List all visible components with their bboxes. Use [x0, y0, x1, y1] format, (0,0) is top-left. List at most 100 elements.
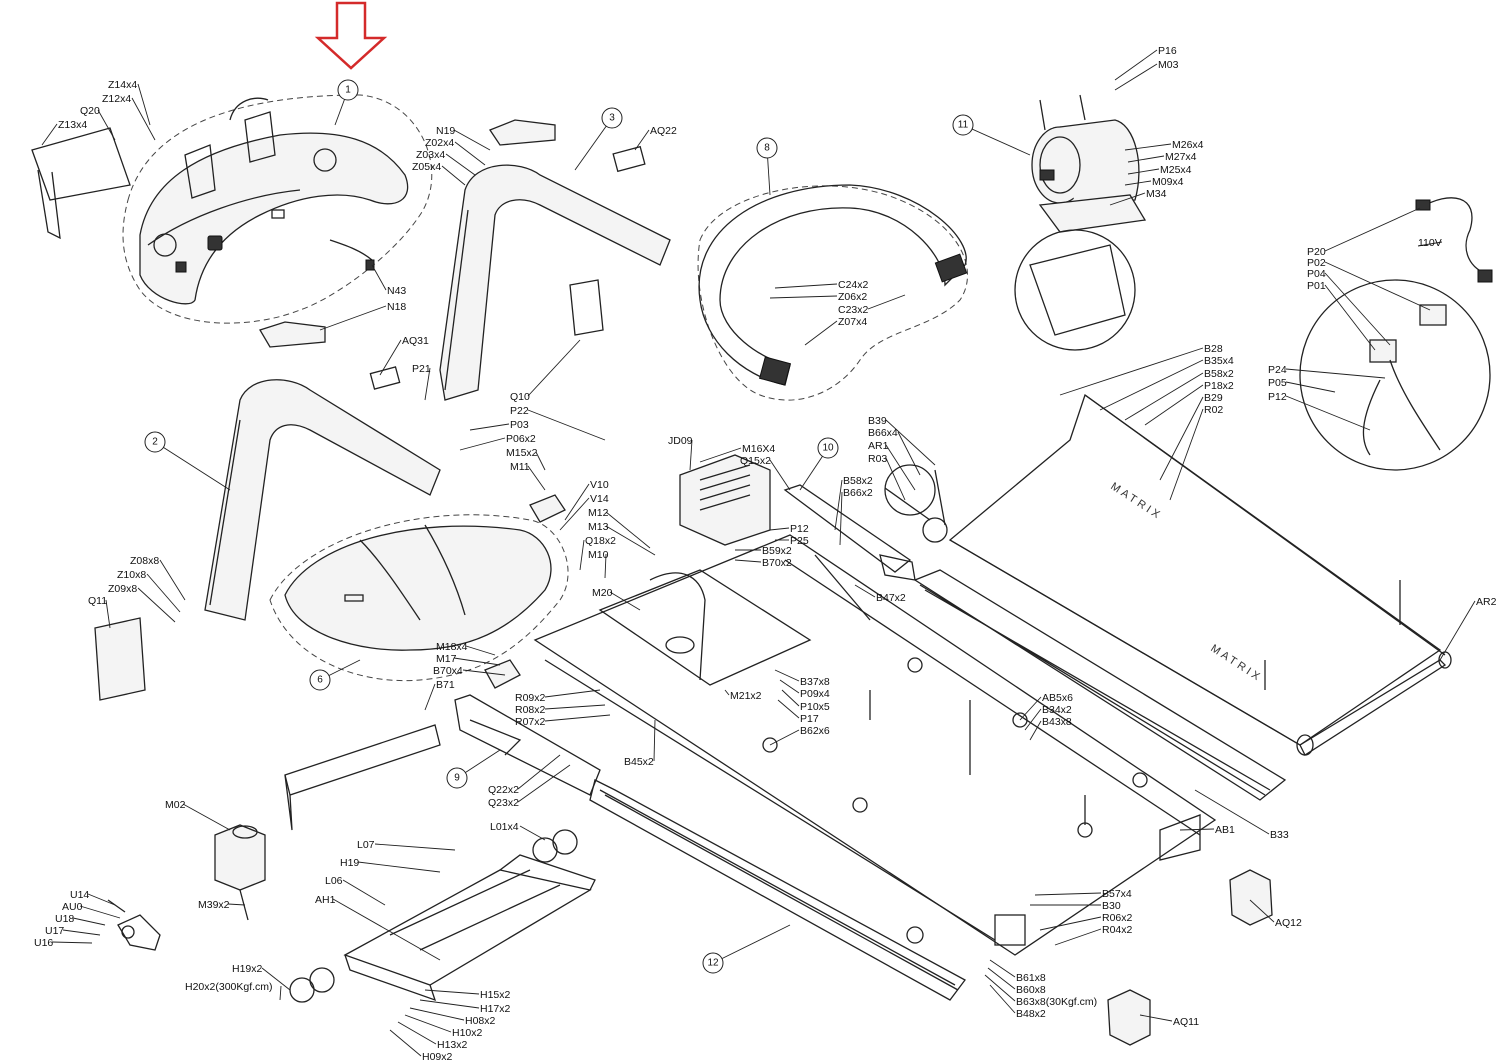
part-label: Q15x2 [740, 455, 771, 467]
leader-line [1124, 143, 1172, 151]
leader-line [1179, 828, 1215, 831]
part-label: B48x2 [1016, 1008, 1046, 1020]
part-label: Q22x2 [488, 784, 519, 796]
leader-line [1127, 168, 1160, 175]
part-label: P17 [800, 713, 819, 725]
part-label: Q23x2 [488, 797, 519, 809]
deck-brand-mark-1: MATRIX [1108, 480, 1164, 522]
leader-line [1169, 408, 1204, 501]
part-label: P18x2 [1204, 380, 1234, 392]
part-label: P22 [510, 405, 529, 417]
part-label: P05 [1268, 377, 1287, 389]
part-label: P12 [1268, 391, 1287, 403]
part-label: H13x2 [437, 1039, 468, 1051]
leader-line [1285, 381, 1336, 393]
part-label: M20 [592, 587, 613, 599]
leader-line [445, 153, 476, 176]
callout-leader [712, 924, 791, 964]
part-motor-hood [269, 514, 569, 682]
leader-line [834, 479, 843, 531]
part-label: L01x4 [490, 821, 519, 833]
part-fasteners [762, 580, 1401, 944]
part-rear-shroud [284, 724, 441, 831]
callout-number: 10 [822, 443, 834, 454]
part-label: C23x2 [838, 304, 869, 316]
leader-line [389, 1029, 422, 1057]
part-label: AB1 [1215, 824, 1235, 836]
leader-line [379, 339, 402, 376]
leader-line [1417, 241, 1443, 247]
callout-bubble [702, 952, 724, 974]
leader-line [774, 283, 838, 289]
callout-bubble [337, 79, 359, 101]
part-small-electronics [484, 494, 566, 689]
leader-line [424, 989, 480, 995]
leader-line [1285, 368, 1386, 379]
part-upright-left [94, 321, 441, 701]
leader-line [419, 999, 480, 1009]
part-label: AQ11 [1173, 1016, 1199, 1028]
part-label: P12 [790, 523, 809, 535]
leader-line [1324, 272, 1391, 346]
leader-line [1109, 192, 1146, 206]
part-label: Z07x4 [838, 316, 867, 328]
leader-line [453, 657, 501, 666]
leader-line [131, 97, 156, 141]
part-label: M13 [588, 521, 609, 533]
callout-number: 9 [454, 773, 460, 784]
part-label: B47x2 [876, 592, 906, 604]
part-label: U17 [45, 925, 64, 937]
part-label: B66x2 [843, 487, 873, 499]
part-label: P16 [1158, 45, 1177, 57]
part-label: P02 [1307, 257, 1326, 269]
part-label: Z03x4 [416, 149, 445, 161]
part-label: M10 [588, 549, 609, 561]
part-label: JD09 [668, 435, 693, 447]
part-label: B66x4 [868, 427, 898, 439]
leader-line [579, 539, 585, 571]
part-label: R07x2 [515, 716, 546, 728]
part-label: M27x4 [1165, 151, 1197, 163]
leader-line [535, 451, 546, 471]
part-label: Z06x2 [838, 291, 867, 303]
part-label: Z14x4 [108, 79, 137, 91]
part-motor-controller [679, 454, 771, 546]
part-label: B35x4 [1204, 355, 1234, 367]
part-label: Z05x4 [412, 161, 441, 173]
part-label: P20 [1307, 246, 1326, 258]
leader-line [804, 320, 838, 346]
leader-line [653, 719, 656, 762]
part-label: R09x2 [515, 692, 546, 704]
leader-line [371, 264, 387, 291]
leader-line [79, 905, 121, 919]
part-label: B70x2 [762, 557, 792, 569]
part-label: P25 [790, 535, 809, 547]
leader-line [1249, 899, 1275, 923]
leader-line [1124, 372, 1204, 421]
leader-line [441, 165, 466, 186]
leader-line [182, 803, 231, 831]
leader-line [261, 967, 291, 991]
part-label: B34x2 [1042, 704, 1072, 716]
part-q20-panel [31, 127, 131, 240]
leader-line [342, 879, 386, 906]
leader-line [51, 941, 93, 944]
leader-line [527, 409, 606, 441]
leader-line [724, 689, 730, 696]
leader-line [97, 109, 116, 141]
part-rear-brackets [454, 484, 916, 796]
leader-line [454, 141, 486, 166]
part-label: AU0 [62, 901, 83, 913]
part-main-frame [533, 534, 1217, 956]
leader-line [469, 423, 510, 431]
part-label: B33 [1270, 829, 1289, 841]
leader-line [769, 527, 790, 531]
callout-number: 12 [707, 958, 719, 969]
part-label: AQ22 [650, 125, 677, 137]
part-label: M26x4 [1172, 139, 1204, 151]
part-label: M21x2 [730, 690, 762, 702]
callout-bubble [952, 114, 974, 136]
leader-line [777, 699, 800, 719]
part-label: B58x2 [1204, 368, 1234, 380]
